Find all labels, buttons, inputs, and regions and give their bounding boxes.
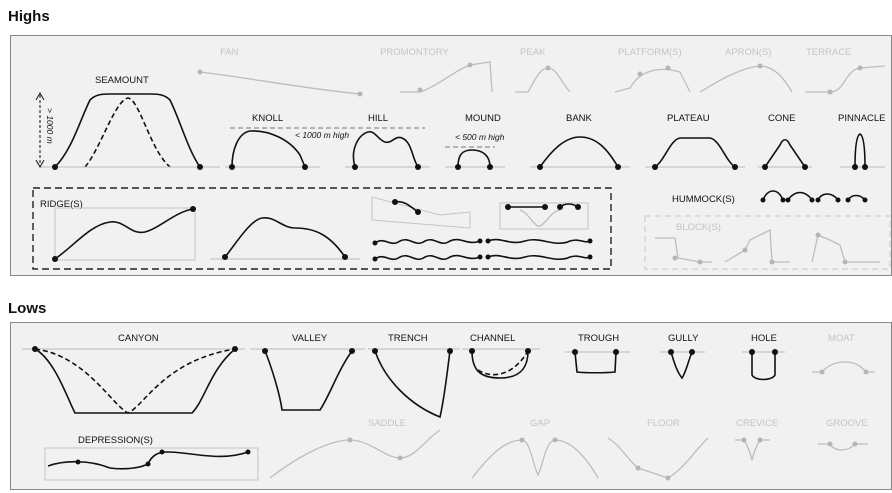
canyon-figure: CANYON [22,333,245,414]
bank-figure: BANK [530,113,630,170]
seamount-label: SEAMOUNT [95,75,149,86]
aprons-label: APRON(S) [725,47,771,58]
channel-figure: CHANNEL [462,333,540,379]
mound-figure: MOUND < 500 m high [445,113,505,170]
floor-figure: FLOOR [607,418,709,481]
hill-figure: HILL [345,113,430,170]
hole-label: HOLE [751,333,777,344]
ridges-figure: RIDGE(S) [40,196,593,262]
platforms-figure: PLATFORM(S) [614,47,691,93]
crevice-figure: CREVICE [735,418,778,461]
gap-label: GAP [530,418,550,429]
bank-label: BANK [566,113,593,124]
promontory-label: PROMONTORY [380,47,449,58]
knoll-label: KNOLL [252,113,283,124]
blocks-group-box [644,215,891,270]
cone-label: CONE [768,113,795,124]
gully-figure: GULLY [660,333,705,380]
plateau-figure: PLATEAU [645,113,745,170]
saddle-figure: SADDLE [269,418,441,479]
pinnacle-figure: PINNACLE [838,113,886,170]
terrace-figure: TERRACE [805,47,886,95]
seamount-height-note: > 1000 m [45,108,55,144]
moat-figure: MOAT [812,333,875,375]
depressions-figure: DEPRESSION(S) [44,435,259,481]
mound-label: MOUND [465,113,501,124]
crevice-label: CREVICE [736,418,778,429]
blocks-figure: BLOCK(S) [655,222,880,265]
channel-label: CHANNEL [470,333,515,344]
trough-figure: TROUGH [565,333,630,374]
peak-label: PEAK [520,47,546,58]
trench-label: TRENCH [388,333,428,344]
platforms-label: PLATFORM(S) [618,47,682,58]
ridges-group-box [32,187,612,270]
groove-figure: GROOVE [818,418,868,451]
gully-label: GULLY [668,333,699,344]
hummocks-figure: HUMMOCK(S) [672,190,868,205]
moat-label: MOAT [828,333,855,344]
peak-figure: PEAK [515,47,571,93]
mound-height-note: < 500 m high [455,132,505,142]
promontory-figure: PROMONTORY [380,47,493,93]
hill-label: HILL [368,113,388,124]
knoll-height-note: < 1000 m high [295,130,349,140]
valley-figure: VALLEY [250,333,365,411]
gap-figure: GAP [471,418,599,479]
fan-figure: FAN [197,47,363,97]
hummocks-label: HUMMOCK(S) [672,194,735,205]
canyon-label: CANYON [118,333,159,344]
depressions-label: DEPRESSION(S) [78,435,153,446]
ridges-label: RIDGE(S) [40,199,83,210]
terrace-label: TERRACE [806,47,851,58]
hole-figure: HOLE [742,333,785,381]
floor-label: FLOOR [647,418,680,429]
knoll-figure: KNOLL < 1000 m high [225,113,425,170]
cone-figure: CONE [758,113,812,170]
blocks-label: BLOCK(S) [676,222,721,233]
highs-title: Highs [8,8,50,25]
pinnacle-label: PINNACLE [838,113,886,124]
valley-label: VALLEY [292,333,328,344]
seamount-figure: SEAMOUNT > 1000 m [35,75,220,170]
plateau-label: PLATEAU [667,113,710,124]
aprons-figure: APRON(S) [699,47,793,93]
fan-label: FAN [220,47,239,58]
groove-label: GROOVE [826,418,868,429]
saddle-label: SADDLE [368,418,406,429]
trench-figure: TRENCH [368,333,460,419]
lows-title: Lows [8,300,47,317]
trough-label: TROUGH [578,333,619,344]
